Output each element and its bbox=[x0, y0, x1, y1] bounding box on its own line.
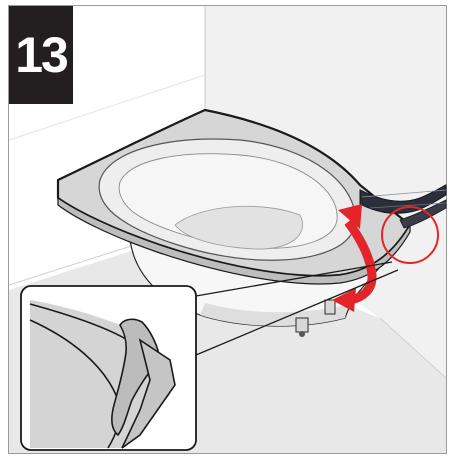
floor-right-edge bbox=[379, 317, 447, 379]
step-number-badge: 13 bbox=[9, 6, 73, 104]
detail-circle-icon bbox=[381, 206, 439, 264]
tub-rim-edge bbox=[57, 196, 411, 285]
callout-line bbox=[195, 261, 393, 297]
tape-strip-line bbox=[361, 189, 447, 198]
detail-inset bbox=[20, 285, 197, 451]
tub-leg bbox=[295, 317, 309, 333]
tape-strip-line bbox=[369, 202, 447, 209]
tub-floor bbox=[174, 205, 303, 250]
sealing-tape-end bbox=[399, 199, 447, 229]
tub-apron-shadow bbox=[200, 303, 348, 326]
curved-arrow-icon bbox=[332, 204, 377, 312]
wall-line bbox=[8, 74, 206, 141]
floor-wall-edge bbox=[8, 239, 151, 286]
callout-line bbox=[195, 269, 399, 356]
leg-foot bbox=[299, 331, 305, 337]
inset-edge-profile bbox=[121, 338, 176, 449]
tub-leg bbox=[324, 299, 336, 315]
